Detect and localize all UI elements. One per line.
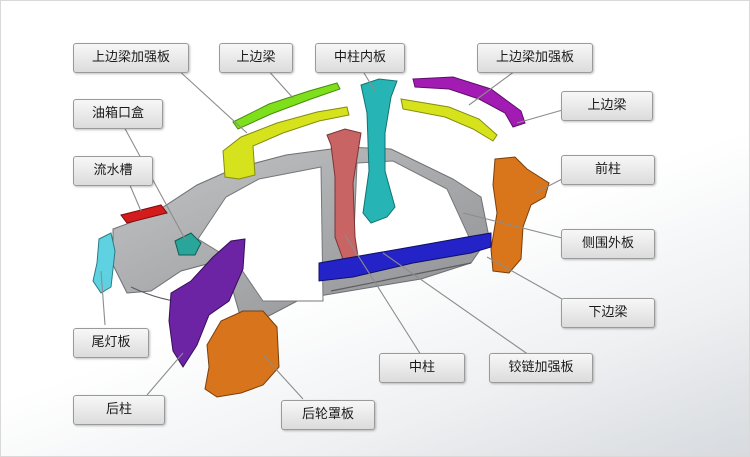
- label-body-side-outer: 侧围外板: [561, 229, 655, 259]
- leader-roof-rail-reinforcement-left: [175, 67, 248, 134]
- leader-rocker: [486, 256, 570, 304]
- fuel-filler-box-part: [174, 232, 202, 256]
- label-water-channel: 流水槽: [73, 156, 153, 186]
- roof-rail-reinforcement-yellow-part: [222, 106, 350, 180]
- label-tail-light-panel: 尾灯板: [73, 328, 149, 358]
- tail-light-panel-part: [92, 232, 116, 294]
- leader-c-pillar: [146, 352, 184, 396]
- label-roof-rail-reinforcement-right: 上边梁加强板: [477, 43, 593, 73]
- label-rocker: 下边梁: [561, 298, 655, 328]
- a-pillar-part: [490, 156, 550, 274]
- label-b-pillar: 中柱: [379, 353, 465, 383]
- leader-a-pillar: [534, 176, 567, 194]
- leader-roof-rail-right: [516, 108, 567, 124]
- leader-water-channel: [128, 182, 142, 212]
- leader-tail-light-panel: [100, 270, 106, 326]
- label-a-pillar: 前柱: [561, 155, 655, 185]
- leader-body-side-outer: [462, 212, 567, 240]
- roof-rail-reinforcement-magenta-part: [412, 76, 526, 128]
- c-pillar-part: [168, 238, 246, 368]
- b-pillar-inner-part: [360, 78, 398, 224]
- label-fuel-filler-box: 油箱口盒: [73, 99, 163, 129]
- water-channel-part: [120, 204, 168, 224]
- label-roof-rail-left: 上边梁: [219, 43, 293, 73]
- roof-rail-green-part: [232, 82, 341, 130]
- rocker-part: [318, 232, 492, 282]
- label-hinge-reinforcement: 铰链加强板: [489, 353, 593, 383]
- label-rear-wheelhouse: 后轮罩板: [281, 400, 375, 430]
- leader-fuel-filler-box: [122, 124, 186, 240]
- label-c-pillar: 后柱: [73, 395, 165, 425]
- label-b-pillar-inner: 中柱内板: [315, 43, 405, 73]
- leader-rear-wheelhouse: [262, 354, 304, 400]
- leader-roof-rail-reinforcement-right: [468, 67, 520, 106]
- leader-hinge-reinforcement: [382, 252, 530, 356]
- label-roof-rail-reinforcement-left: 上边梁加强板: [73, 43, 189, 73]
- rear-wheelhouse-part: [204, 310, 280, 398]
- label-roof-rail-right: 上边梁: [561, 91, 653, 121]
- body-side-outer-panel: [112, 146, 490, 320]
- leader-b-pillar: [344, 234, 422, 356]
- roof-rail-right-yellow-part: [400, 98, 498, 142]
- leader-roof-rail-left: [265, 67, 294, 99]
